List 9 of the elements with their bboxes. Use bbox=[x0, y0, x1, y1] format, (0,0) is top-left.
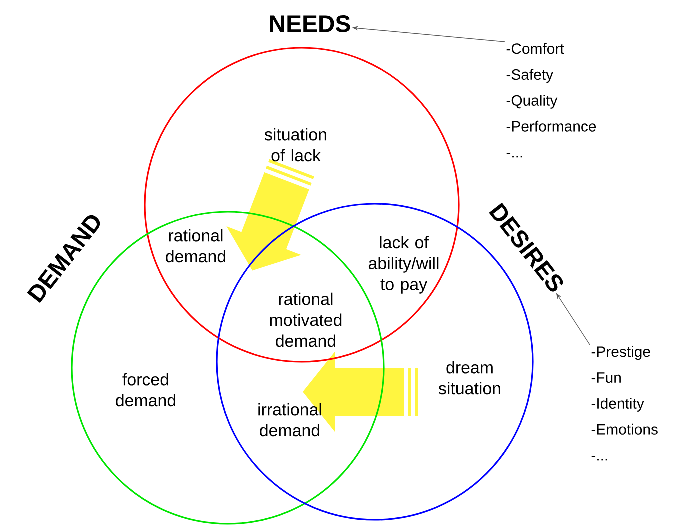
text-list: -Prestige -Fun -Identity -Emotions -... bbox=[592, 346, 658, 461]
region-label: situation of lack bbox=[264, 128, 326, 162]
region-label: lack of ability/will to pay bbox=[368, 236, 439, 294]
region-label: rational demand bbox=[166, 229, 226, 263]
text-list: -Comfort -Safety -Quality -Performance -... bbox=[506, 43, 596, 158]
circle-title: NEEDS bbox=[270, 16, 350, 32]
region-label: rational motivated demand bbox=[270, 292, 342, 348]
region-label: forced demand bbox=[116, 373, 176, 407]
region-label: dream situation bbox=[438, 361, 500, 395]
